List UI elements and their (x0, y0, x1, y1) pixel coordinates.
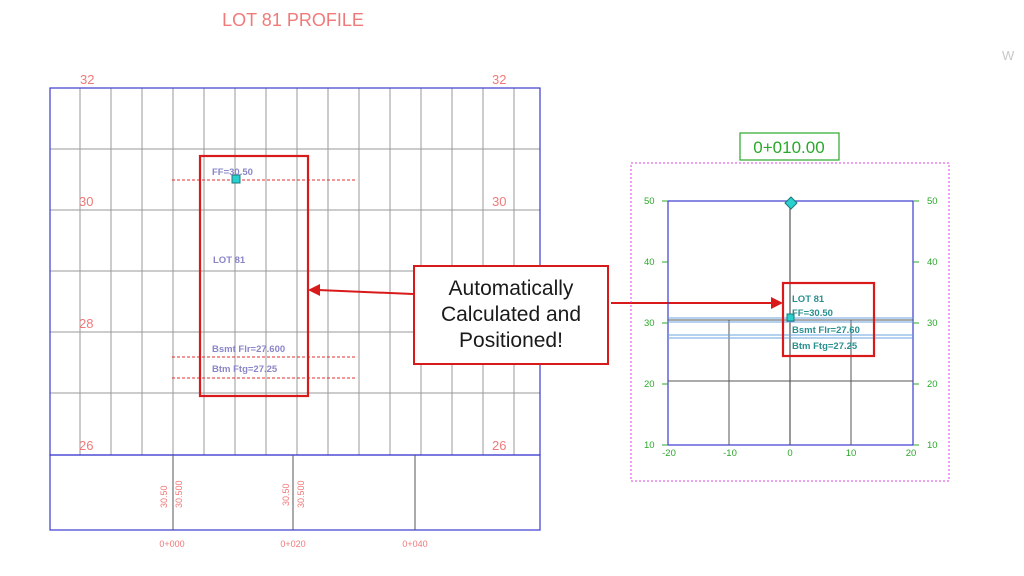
station-label-0: 0+000 (159, 539, 184, 549)
callout-line-1: Automatically (448, 277, 574, 300)
band-value-2: 30.500 (174, 480, 184, 508)
elev-label-32-right: 32 (492, 72, 506, 87)
y-tick-right-10: 10 (927, 440, 938, 451)
elev-label-30-left: 30 (79, 194, 93, 209)
station-label-40: 0+040 (402, 539, 427, 549)
corner-glyph: W (1002, 48, 1015, 63)
x-tick-0: 0 (787, 448, 792, 459)
y-tick-left-30: 30 (644, 318, 655, 329)
y-tick-right-40: 40 (927, 257, 938, 268)
section-bsmt-label: Bsmt Flr=27.60 (792, 325, 860, 336)
profile-bsmt-label: Bsmt Flr=27.600 (212, 344, 285, 355)
band-value-4: 30.500 (296, 480, 306, 508)
profile-highlight-box (198, 154, 310, 398)
profile-ftg-label: Btm Ftg=27.25 (212, 364, 278, 375)
elev-label-26-left: 26 (79, 438, 93, 453)
profile-elevation-lines (172, 179, 357, 379)
profile-lot-annotations: FF=30.50 LOT 81 Bsmt Flr=27.600 Btm Ftg=… (212, 167, 285, 375)
y-tick-right-30: 30 (927, 318, 938, 329)
band-value-1: 30.50 (159, 485, 169, 508)
y-tick-left-40: 40 (644, 257, 655, 268)
x-tick-minus-20: -20 (662, 448, 676, 459)
section-ticks (662, 200, 919, 446)
band-value-3: 30.50 (281, 483, 291, 506)
y-tick-left-10: 10 (644, 440, 655, 451)
arrow-left-line (317, 289, 414, 295)
station-title-box (739, 132, 840, 161)
section-lot-label: LOT 81 (792, 294, 825, 305)
profile-band (49, 454, 541, 531)
elev-label-32-left: 32 (80, 72, 94, 87)
y-tick-left-20: 20 (644, 379, 655, 390)
y-tick-right-20: 20 (927, 379, 938, 390)
x-tick-20: 20 (906, 448, 917, 459)
section-ftg-label: Btm Ftg=27.25 (792, 341, 858, 352)
section-lot-annotations: LOT 81 FF=30.50 Bsmt Flr=27.60 Btm Ftg=2… (792, 294, 860, 352)
section-y-axis-labels: 50 40 30 20 10 50 40 30 20 10 (644, 196, 938, 451)
arrow-right-head (771, 297, 783, 309)
x-tick-minus-10: -10 (723, 448, 737, 459)
section-viewport-frame (630, 162, 950, 482)
section-diamond-marker (784, 196, 798, 210)
section-ff-label: FF=30.50 (792, 308, 833, 319)
profile-elevation-labels: 32 32 30 30 28 26 26 (79, 72, 506, 453)
callout-line-2: Calculated and (440, 303, 582, 326)
section-x-axis-labels: -20 -10 0 10 20 (662, 448, 916, 459)
elev-label-26-right: 26 (492, 438, 506, 453)
profile-lot-label: LOT 81 (213, 255, 246, 266)
profile-grid (50, 88, 540, 455)
y-tick-left-50: 50 (644, 196, 655, 207)
station-title: 0+010.00 (753, 138, 824, 157)
profile-ff-label: FF=30.50 (212, 167, 253, 178)
elev-label-28-left: 28 (79, 316, 93, 331)
elev-label-30-right: 30 (492, 194, 506, 209)
y-tick-right-50: 50 (927, 196, 938, 207)
arrow-left-head (308, 284, 320, 296)
section-ff-marker (786, 313, 795, 322)
callout-arrows (308, 284, 783, 309)
callout-line-3: Positioned! (459, 329, 563, 352)
profile-band-values: 30.50 30.500 30.50 30.500 (159, 480, 306, 508)
profile-station-labels: 0+000 0+020 0+040 (159, 539, 427, 549)
profile-title: LOT 81 PROFILE (222, 10, 364, 30)
section-highlight-box (781, 281, 876, 358)
section-grid (667, 200, 914, 446)
callout-box: Automatically Calculated and Positioned! (413, 265, 609, 365)
ff-marker (231, 174, 241, 184)
x-tick-10: 10 (846, 448, 857, 459)
station-label-20: 0+020 (280, 539, 305, 549)
